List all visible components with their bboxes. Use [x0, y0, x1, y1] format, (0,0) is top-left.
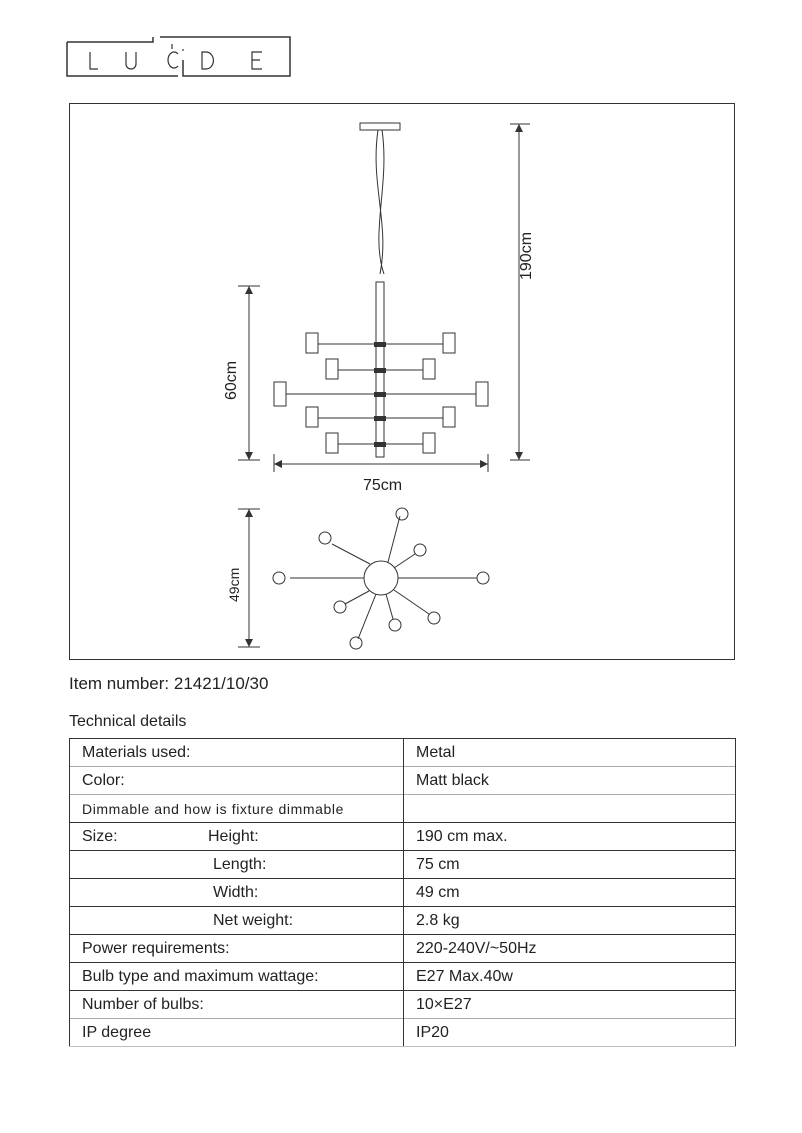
- row-label: Bulb type and maximum wattage:: [69, 962, 404, 991]
- row-sublabel: Width:: [213, 883, 259, 901]
- table-row: Net weight: 2.8 kg: [69, 906, 736, 935]
- dim-width: 49cm: [226, 567, 242, 602]
- table-row: Width: 49 cm: [69, 878, 736, 907]
- row-value: 190 cm max.: [403, 822, 736, 851]
- table-row: Bulb type and maximum wattage:E27 Max.40…: [69, 962, 736, 991]
- row-label: Width:: [69, 878, 404, 907]
- item-number: Item number: 21421/10/30: [69, 674, 269, 693]
- dim-total-height: 190cm: [518, 231, 535, 280]
- technical-details-title: Technical details: [69, 713, 187, 730]
- technical-details-table: Materials used:Metal Color:Matt black Di…: [69, 738, 736, 1047]
- row-value: IP20: [403, 1018, 736, 1047]
- row-label: Materials used:: [69, 738, 404, 767]
- table-row: Length: 75 cm: [69, 850, 736, 879]
- size-label: Size:: [82, 827, 118, 845]
- row-value: [403, 794, 736, 823]
- table-row: Number of bulbs:10×E27: [69, 990, 736, 1019]
- row-sublabel: Height:: [208, 827, 259, 845]
- lamp-technical-drawing: [238, 122, 530, 650]
- table-row: Materials used:Metal: [69, 738, 736, 767]
- lucide-logo: [66, 36, 291, 77]
- row-value: Matt black: [403, 766, 736, 795]
- row-label: Power requirements:: [69, 934, 404, 963]
- row-label: Size: Height:: [69, 822, 404, 851]
- row-value: Metal: [403, 738, 736, 767]
- row-label: IP degree: [69, 1018, 404, 1047]
- row-value: 10×E27: [403, 990, 736, 1019]
- row-value: 75 cm: [403, 850, 736, 879]
- row-value: 220-240V/~50Hz: [403, 934, 736, 963]
- table-row: Power requirements:220-240V/~50Hz: [69, 934, 736, 963]
- row-value: E27 Max.40w: [403, 962, 736, 991]
- product-drawing: 190cm 60cm 75cm 49cm: [69, 103, 735, 660]
- row-label: Dimmable and how is fixture dimmable: [69, 794, 404, 823]
- row-sublabel: Net weight:: [213, 911, 294, 929]
- table-row: Color:Matt black: [69, 766, 736, 795]
- table-row: Size: Height: 190 cm max.: [69, 822, 736, 851]
- row-label: Number of bulbs:: [69, 990, 404, 1019]
- row-label: Length:: [69, 850, 404, 879]
- dim-length: 75cm: [363, 477, 403, 494]
- row-value: 2.8 kg: [403, 906, 736, 935]
- table-row: Dimmable and how is fixture dimmable: [69, 794, 736, 823]
- row-label: Net weight:: [69, 906, 404, 935]
- row-value: 49 cm: [403, 878, 736, 907]
- row-label: Color:: [69, 766, 404, 795]
- dim-body-height: 60cm: [223, 360, 240, 400]
- row-sublabel: Length:: [213, 855, 267, 873]
